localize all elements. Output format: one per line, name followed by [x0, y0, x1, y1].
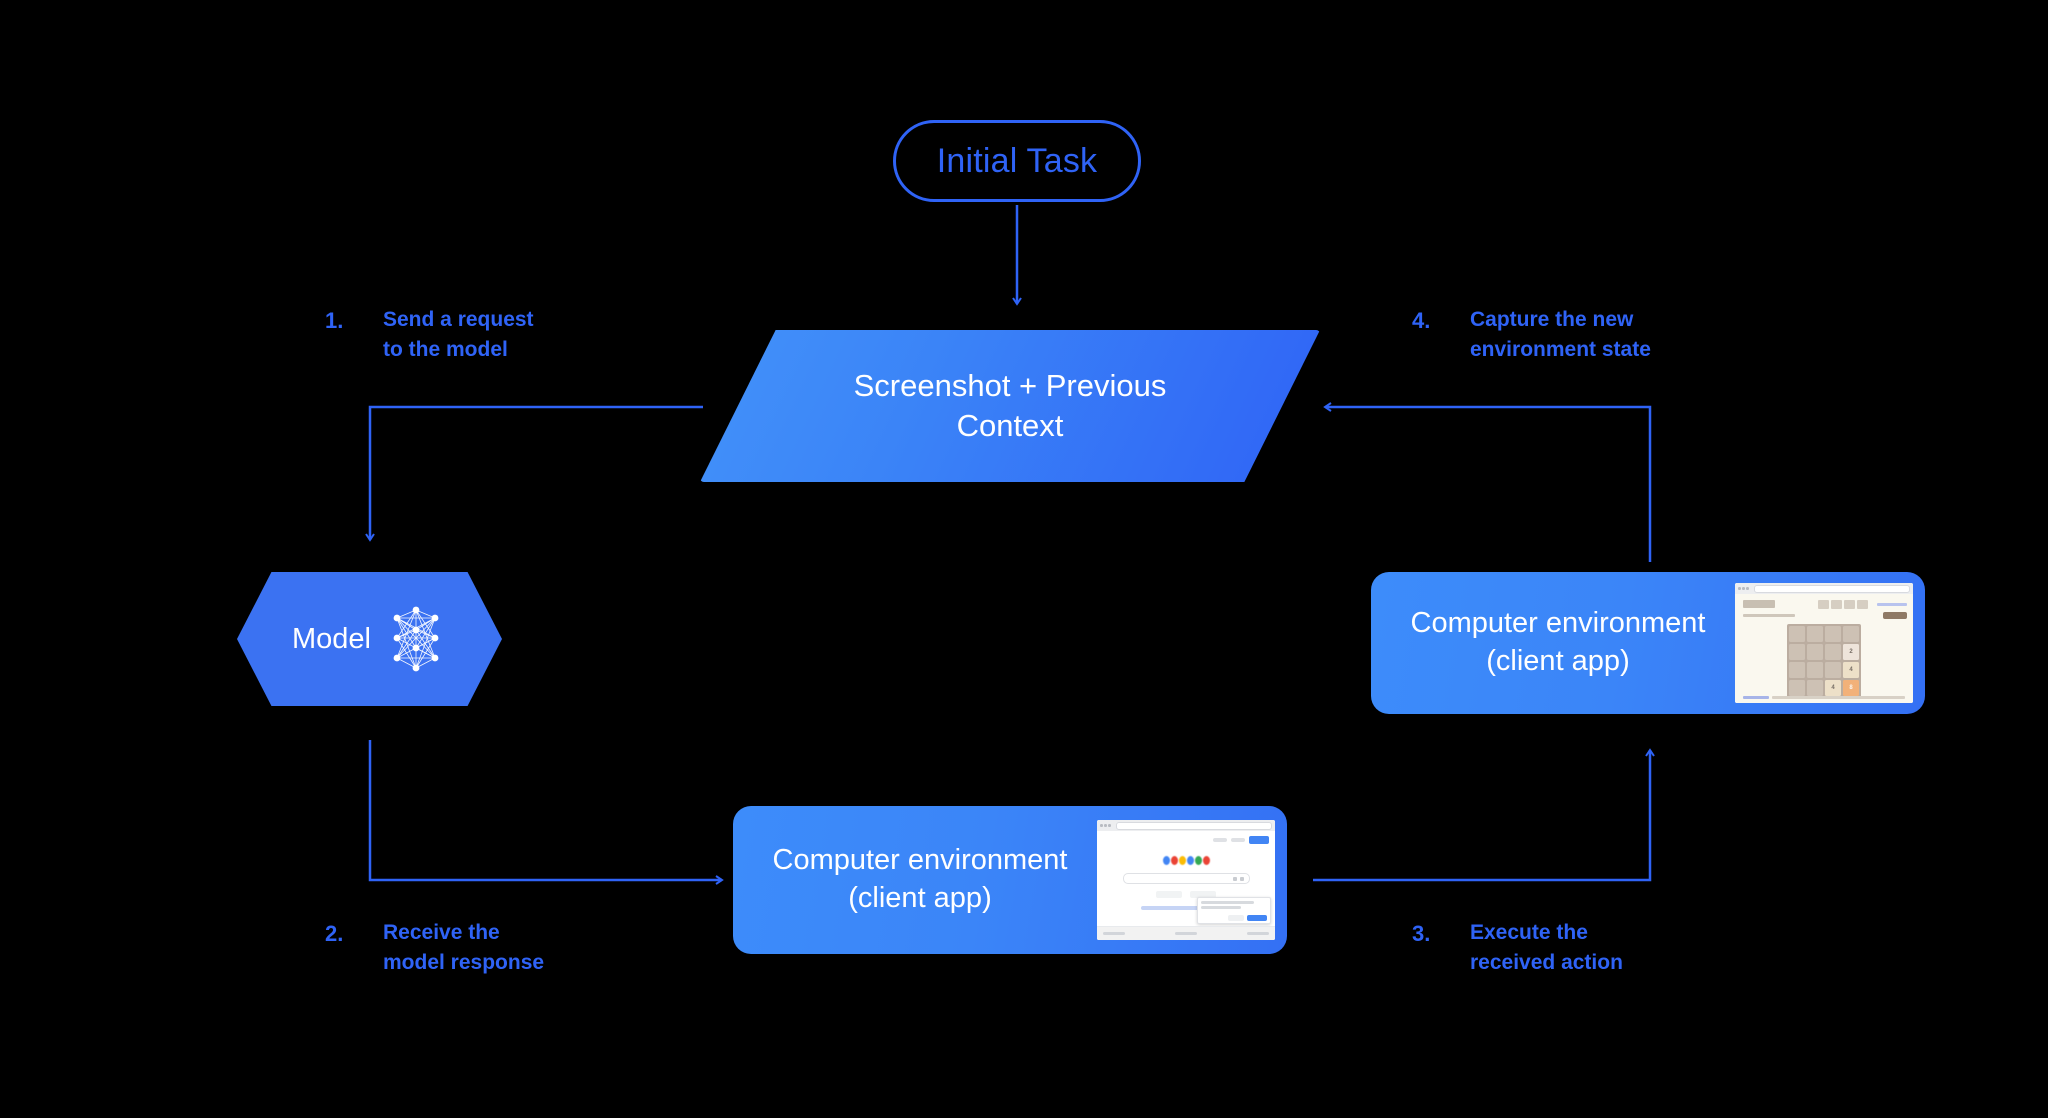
window-dots-icon [1100, 824, 1111, 827]
step-label-1: 1. Send a request to the model [325, 305, 534, 366]
sign-in-button[interactable] [1249, 836, 1269, 844]
step-1-number: 1. [325, 308, 344, 333]
node-screenshot-previous-context[interactable]: Screenshot + Previous Context [700, 330, 1320, 482]
step-4-text: Capture the new environment state [1470, 308, 1651, 362]
env-right-label: Computer environment (client app) [1371, 605, 1735, 680]
mic-icon[interactable] [1232, 876, 1237, 881]
google-search-button[interactable] [1156, 891, 1182, 898]
footer-link[interactable] [1103, 932, 1125, 935]
connector-env-right-to-context [1323, 402, 1652, 562]
model-label: Model [292, 622, 371, 655]
header-links[interactable] [1877, 603, 1907, 606]
tile: 4 [1843, 662, 1859, 678]
parallelogram-shape [700, 330, 1320, 482]
browser-window-2048: 2 4 4 8 [1735, 583, 1913, 703]
tile: 2 [1843, 644, 1859, 660]
page-2048: 2 4 4 8 [1735, 594, 1913, 703]
footer-link[interactable] [1175, 932, 1197, 935]
step-2-text: Receive the model response [383, 921, 545, 975]
footer-link[interactable] [1247, 932, 1269, 935]
browser-chrome-bar [1097, 820, 1275, 831]
hexagon-shape [237, 572, 502, 706]
gmail-link[interactable] [1213, 838, 1227, 842]
camera-icon[interactable] [1239, 876, 1244, 881]
step-3-number: 3. [1412, 921, 1431, 946]
step-label-4: 4. Capture the new environment state [1412, 305, 1651, 366]
images-link[interactable] [1231, 838, 1245, 842]
connector-model-to-env-bottom [368, 740, 724, 885]
step-4-number: 4. [1412, 308, 1431, 333]
step-3-text: Execute the received action [1470, 921, 1623, 975]
step-2-number: 2. [325, 921, 344, 946]
env-bottom-label: Computer environment (client app) [733, 842, 1097, 917]
popup-primary-button[interactable] [1247, 915, 1267, 921]
footer-link[interactable] [1743, 696, 1769, 699]
env-right-line2: (client app) [1486, 645, 1630, 677]
new-game-button[interactable] [1883, 612, 1907, 619]
browser-window-google [1097, 820, 1275, 940]
initial-task-label: Initial Task [936, 141, 1098, 180]
env-right-line1: Computer environment [1410, 607, 1706, 640]
feeling-lucky-button[interactable] [1190, 891, 1216, 898]
site-title-2048 [1743, 600, 1775, 608]
window-dots-icon [1738, 587, 1749, 590]
node-initial-task[interactable]: Initial Task [893, 120, 1141, 202]
node-model[interactable]: Model [237, 572, 502, 706]
env-bottom-line1: Computer environment [772, 844, 1068, 877]
env-bottom-line2: (client app) [848, 882, 992, 914]
neural-network-icon [393, 606, 439, 672]
node-computer-environment-right[interactable]: Computer environment (client app) [1371, 572, 1925, 714]
footer-text [1772, 696, 1905, 699]
google-logo-icon [1097, 856, 1275, 865]
step-1-text: Send a request to the model [383, 308, 534, 362]
popup-secondary-button[interactable] [1228, 915, 1244, 921]
address-bar[interactable] [1115, 821, 1272, 830]
step-label-3: 3. Execute the received action [1412, 918, 1623, 979]
step-label-2: 2. Receive the model response [325, 918, 544, 979]
score-boxes [1818, 600, 1868, 609]
page-google [1097, 831, 1275, 940]
language-offer-text[interactable] [1141, 906, 1231, 910]
tile: 4 [1825, 680, 1841, 696]
tile: 8 [1843, 680, 1859, 696]
game-grid-2048[interactable]: 2 4 4 8 [1787, 624, 1861, 698]
popup-dialog[interactable] [1197, 897, 1271, 924]
connector-env-bottom-to-env-right [1313, 748, 1655, 882]
connector-context-to-model [365, 405, 703, 542]
node-computer-environment-bottom[interactable]: Computer environment (client app) [733, 806, 1287, 954]
browser-chrome-bar [1735, 583, 1913, 594]
address-bar[interactable] [1753, 584, 1910, 593]
thumbnail-google-search[interactable] [1097, 820, 1275, 940]
google-search-input[interactable] [1122, 873, 1250, 884]
thumbnail-2048-game[interactable]: 2 4 4 8 [1735, 583, 1913, 703]
instructions-text [1743, 614, 1795, 617]
